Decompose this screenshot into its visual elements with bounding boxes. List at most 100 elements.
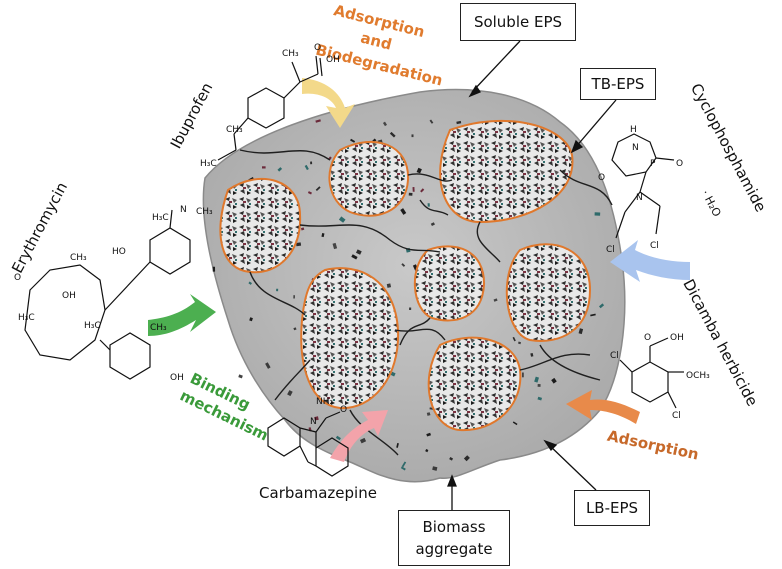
ibu-oh: OH [326,55,340,65]
eps-particle [518,341,522,345]
ery-oh: OH [62,291,76,301]
eps-particle [304,164,309,171]
eps-particle [426,412,431,416]
eps-particle [429,119,434,124]
eps-particle [389,131,396,138]
eps-particle [425,448,429,453]
cyc-p: P [650,159,656,169]
carbamazepine-label: Carbamazepine [259,484,377,502]
eps-particle [310,161,313,165]
eps-particle [386,283,392,288]
cyclophosphamide-structure [611,133,675,239]
polymer-strands [239,149,613,456]
eps-particle [493,298,498,302]
lb-eps-box: LB-EPS [574,490,650,526]
eps-particle [598,303,605,309]
floc-island [414,245,486,322]
soluble-eps-box-fo: Soluble EPS [460,3,576,41]
dic-och3: OCH₃ [686,371,710,381]
eps-particle [426,432,431,437]
dicamba-label: Dicamba herbicide [679,276,761,409]
cyc-n: N [632,143,639,153]
floc-islands [219,119,592,432]
adsorption-label: Adsorption [606,427,701,464]
ibuprofen-structure [217,55,323,161]
ery-h3c2: H₃C [18,313,35,323]
ibu-ch3b: CH₃ [226,125,243,135]
eps-particle [300,227,305,231]
dic-cl: Cl [610,351,619,361]
lb-eps-label: LB-EPS [585,499,639,517]
arrow-orange [566,390,640,424]
eps-particle [449,457,454,461]
eps-particle [382,121,387,127]
mechanism-arrows [148,78,690,462]
eps-particle [295,242,302,247]
pointer-lines [447,40,617,510]
erythromycin-structure [24,209,191,380]
eps-particle [335,435,341,441]
ery-och3: CH₃ [150,323,167,333]
ery-ho: HO [112,247,126,257]
eps-particle [338,216,346,223]
soluble-eps-label: Soluble EPS [473,13,563,31]
soluble-eps-box: Soluble EPS [460,3,576,41]
ery-oh2: OH [170,373,184,383]
eps-particle [456,120,462,125]
dicamba-structure [619,337,684,409]
arrow-blue [610,240,690,282]
floc-island [427,336,522,432]
eps-particle [321,233,325,238]
ery-h3c3: H₃C [84,321,101,331]
arrow-green [148,294,216,336]
floc-island [300,267,400,410]
biomass-label-line1: Biomass [422,518,486,536]
ibu-h3c: H₃C [200,159,217,169]
arrow-yellow [302,78,355,128]
eps-particle [287,390,293,397]
biomass-label-line2: aggregate [415,540,493,558]
eps-particle [408,192,413,196]
eps-particle [412,187,415,192]
eps-particle [409,307,412,310]
eps-particle [427,203,430,207]
biomass-box-fo: Biomass aggregate [398,510,510,566]
eps-particle [293,327,297,331]
eps-particle [390,371,396,377]
cyc-h: H [630,125,637,135]
eps-particle [332,242,338,250]
eps-particle [521,372,524,378]
cyc-o: O [598,173,605,183]
floc-island [439,119,574,224]
eps-particle [396,443,399,448]
carb-nh2: NH₂ [316,397,334,407]
hydrate-label: · H₂O [699,188,724,219]
eps-particle [401,461,407,468]
eps-particle [416,167,422,174]
eps-particle [430,222,435,227]
cyc-n2: N [636,193,643,203]
ibuprofen-label: Ibuprofen [167,80,217,152]
ery-n: N [180,205,187,215]
eps-particle [401,263,406,267]
ery-h3c: H₃C [152,213,169,223]
eps-particle [249,317,253,322]
eps-particle [262,166,266,169]
eps-particle [315,186,321,192]
lb-eps-box-fo: LB-EPS [574,490,650,526]
eps-particle [314,416,319,421]
cyc-cl2: Cl [650,241,659,251]
eps-particle [594,212,601,216]
eps-particle [265,362,271,369]
eps-particle [400,466,406,471]
eps-particle [355,249,362,255]
eps-particle [590,313,596,317]
eps-particle [411,134,414,138]
eps-particle [463,455,470,462]
eps-particle [537,396,543,401]
arrow-pink [330,410,388,462]
tb-eps-box: TB-EPS [580,68,656,100]
cyc-cl: Cl [606,245,615,255]
eps-particle [359,437,367,444]
eps-particle [400,208,407,215]
